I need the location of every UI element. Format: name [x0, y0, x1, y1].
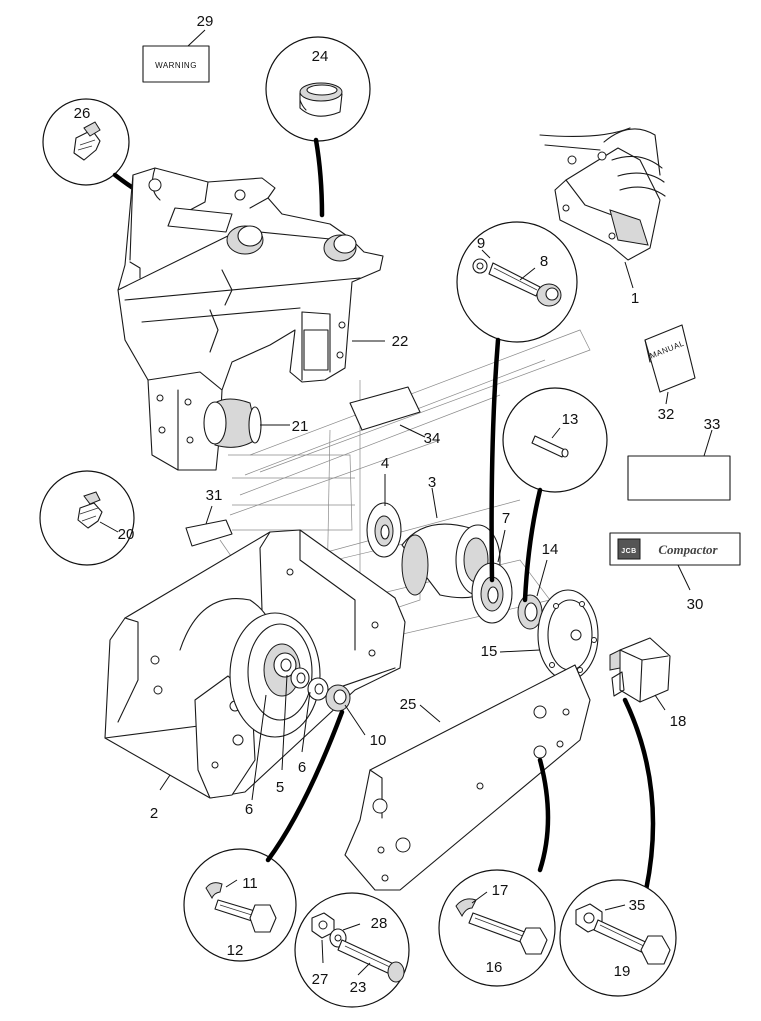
callout-21: 21	[292, 418, 309, 435]
callout-14: 14	[542, 541, 559, 558]
callout-20: 20	[118, 526, 135, 543]
callout-34: 34	[424, 430, 441, 447]
decal-33	[627, 429, 731, 501]
seal-14	[517, 559, 548, 630]
callout-9: 9	[477, 235, 485, 252]
decal-34	[349, 386, 426, 438]
warning-decal-text: WARNING	[155, 61, 197, 70]
callout-11: 11	[242, 875, 258, 892]
end-plate-15	[499, 589, 599, 681]
bolt-detail-11-12	[183, 709, 345, 962]
bolt-detail-23-27-28	[294, 892, 410, 1008]
callout-12: 12	[227, 942, 244, 959]
callout-26: 26	[74, 105, 91, 122]
callout-3: 3	[428, 474, 436, 491]
callout-35: 35	[629, 897, 646, 914]
callout-13: 13	[562, 411, 579, 428]
bolt-detail-19-35	[559, 879, 677, 997]
switch-18	[609, 637, 671, 898]
callout-5: 5	[276, 779, 284, 796]
decal-logo-mark: JCB	[621, 548, 637, 555]
callout-25: 25	[400, 696, 417, 713]
callout-27: 27	[312, 971, 329, 988]
roller-housing	[104, 529, 406, 799]
callout-22: 22	[392, 333, 409, 350]
callout-32: 32	[658, 406, 675, 423]
operator-manual: MANUAL	[644, 324, 696, 405]
decal-logo-text: Compactor	[658, 542, 718, 557]
bolt-detail-8-9	[456, 221, 578, 583]
callout-10: 10	[370, 732, 387, 749]
callout-2: 2	[150, 805, 158, 822]
bolt-detail-16-17	[438, 757, 556, 987]
callout-numbers: 29 24 26 9 8 1 22 32 21 13 33 34 4 3 31 …	[74, 13, 721, 996]
callout-28: 28	[371, 915, 388, 932]
callout-19: 19	[614, 963, 631, 980]
compactor-assembly-1	[539, 127, 666, 289]
callout-17: 17	[492, 882, 509, 899]
bearing-7	[471, 529, 513, 624]
grease-nipple-detail-upper	[42, 98, 233, 243]
decal-31	[185, 505, 233, 547]
grease-nipple-detail-lower	[39, 470, 135, 566]
callout-6a: 6	[245, 801, 253, 818]
bearing-4	[366, 474, 402, 558]
mounting-bracket	[117, 167, 384, 471]
compactor-decal-30: JCB Compactor	[609, 532, 741, 591]
pin-detail-13	[502, 387, 608, 603]
callout-33: 33	[704, 416, 721, 433]
callout-4: 4	[381, 455, 389, 472]
callout-31: 31	[206, 487, 223, 504]
callout-23: 23	[350, 979, 367, 996]
callout-8: 8	[540, 253, 548, 270]
callout-18: 18	[670, 713, 687, 730]
callout-29: 29	[197, 13, 214, 30]
callout-6b: 6	[298, 759, 306, 776]
bushing-detail	[265, 36, 371, 218]
callout-16: 16	[486, 959, 503, 976]
washers-group	[251, 652, 366, 801]
callout-24: 24	[312, 48, 329, 65]
warning-decal: WARNING	[142, 29, 210, 83]
callout-7: 7	[502, 510, 510, 527]
callout-1: 1	[631, 290, 639, 307]
callout-15: 15	[481, 643, 498, 660]
side-plate-25	[344, 664, 591, 891]
rubber-bushing-21	[203, 398, 290, 448]
callout-30: 30	[687, 596, 704, 613]
